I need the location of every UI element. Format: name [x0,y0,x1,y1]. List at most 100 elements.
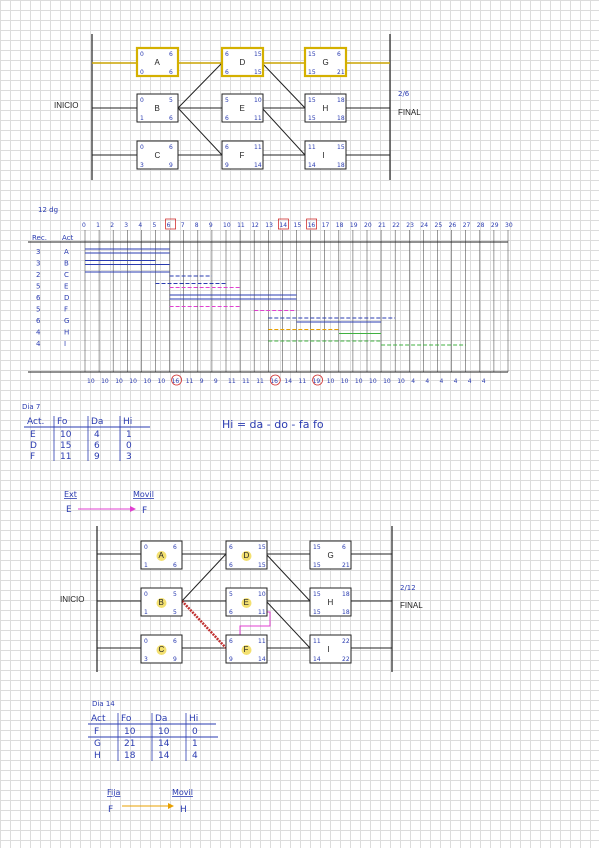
day-tick: 19 [350,222,358,229]
resource-total: 4 [468,378,472,385]
svg-text:15: 15 [308,69,316,76]
day-tick: 3 [124,222,128,229]
resource-total: 4 [440,378,444,385]
resource-total: 10 [101,378,109,385]
svg-text:6: 6 [229,638,233,645]
day-tick: 21 [378,222,386,229]
svg-text:6: 6 [173,562,177,569]
svg-text:11: 11 [254,115,262,122]
move-decision-7: Ext Movil E F [64,490,154,516]
svg-text:5: 5 [169,97,173,104]
table-header: Act [91,714,106,724]
resource-count: 6 [36,294,41,302]
svg-text:I: I [323,151,325,160]
svg-text:6: 6 [229,562,233,569]
table-cell: 14 [158,739,170,749]
svg-text:22: 22 [342,638,350,645]
svg-text:5: 5 [173,609,177,616]
svg-text:14: 14 [308,162,316,169]
svg-text:H: H [180,805,187,815]
svg-text:1: 1 [140,115,144,122]
day-tick: 16 [308,222,316,229]
svg-text:F: F [142,506,147,516]
svg-text:6: 6 [229,609,233,616]
svg-text:3: 3 [140,162,144,169]
day-tick: 25 [435,222,443,229]
svg-text:0: 0 [140,97,144,104]
activity-label: E [64,283,68,291]
table-cell: 10 [124,727,136,737]
svg-text:15: 15 [313,544,321,551]
svg-text:0: 0 [144,638,148,645]
inicio-label: INICIO [54,101,78,110]
day-tick: 9 [209,222,213,229]
svg-text:H: H [323,104,329,113]
day-7-title: Dia 7 [22,403,40,411]
svg-text:18: 18 [337,162,345,169]
day-tick: 1 [96,222,100,229]
day-tick: 13 [265,222,273,229]
day-14-title: Dia 14 [92,700,115,708]
svg-text:B: B [159,598,164,607]
day-tick: 30 [505,222,513,229]
act-header: Act [62,234,74,242]
activity-label: H [64,329,69,337]
svg-text:6: 6 [225,144,229,151]
resource-total: 10 [383,378,391,385]
svg-text:21: 21 [342,562,350,569]
table-cell: D [30,441,37,451]
svg-text:0: 0 [140,51,144,58]
svg-text:18: 18 [337,97,345,104]
day-tick: 8 [195,222,199,229]
svg-text:21: 21 [337,69,345,76]
svg-text:H: H [328,598,334,607]
day-tick: 27 [463,222,471,229]
svg-text:14: 14 [313,656,321,663]
table-cell: 1 [192,739,198,749]
svg-text:15: 15 [337,144,345,151]
resource-total: 9 [200,378,204,385]
svg-text:6: 6 [169,115,173,122]
date-mark-2: 2/12 [400,584,416,592]
svg-text:11: 11 [258,638,266,645]
svg-text:6: 6 [225,115,229,122]
svg-text:6: 6 [342,544,346,551]
svg-text:F: F [244,645,249,654]
day-tick: 10 [223,222,231,229]
table-cell: 9 [94,452,100,462]
resource-total: 19 [313,378,321,385]
svg-text:1: 1 [144,562,148,569]
svg-text:E: E [240,104,245,113]
svg-text:9: 9 [229,656,233,663]
date-mark: 2/6 [398,90,410,98]
resource-total: 10 [143,378,151,385]
resource-total: 9 [214,378,218,385]
svg-text:6: 6 [337,51,341,58]
activity-label: F [64,306,68,314]
activity-label: C [64,271,69,279]
svg-text:D: D [240,58,246,67]
day-tick: 15 [294,222,302,229]
svg-text:6: 6 [173,544,177,551]
table-cell: 4 [192,751,198,761]
table-header: Da [91,417,103,427]
day-tick: 17 [322,222,330,229]
resource-total: 11 [186,378,194,385]
day-tick: 7 [181,222,185,229]
resource-total: 16 [172,378,180,385]
table-header: Hi [189,714,198,724]
svg-text:15: 15 [313,591,321,598]
table-cell: 15 [60,441,71,451]
svg-text:5: 5 [225,97,229,104]
